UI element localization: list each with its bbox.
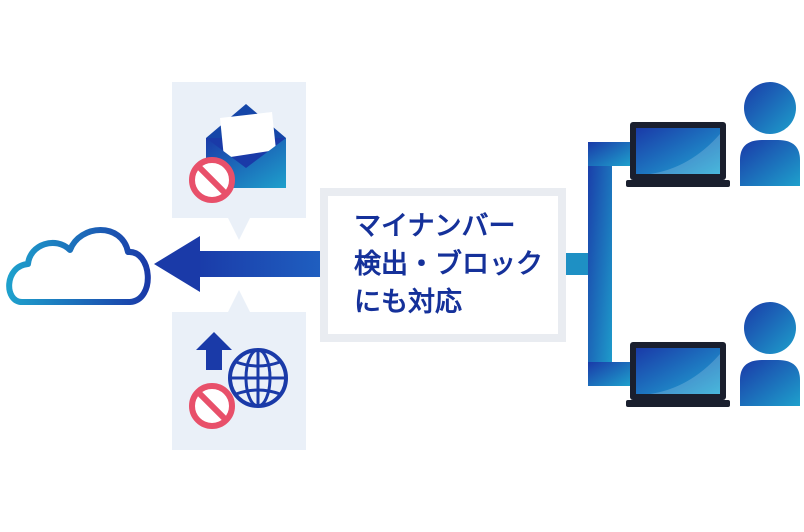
feature-label-line-3: にも対応 (354, 287, 462, 318)
blocked-email-panel (172, 82, 306, 240)
web-upload-icon (196, 332, 288, 408)
connector-stub (566, 253, 588, 275)
user-icon (740, 302, 800, 406)
laptop-icon (626, 122, 730, 187)
feature-label-line-2: 検出・ブロック (354, 249, 543, 280)
feature-label-line-1: マイナンバー (354, 211, 516, 242)
no-entry-icon (189, 383, 235, 429)
cloud-icon (6, 227, 151, 305)
arrow-to-cloud (154, 236, 322, 292)
user-icon (740, 82, 800, 186)
laptop-icon (626, 342, 730, 407)
network-bracket (588, 142, 630, 386)
no-entry-icon (189, 157, 235, 203)
feature-label-box: マイナンバー 検出・ブロック にも対応 (320, 188, 566, 342)
blocked-web-panel (172, 290, 306, 450)
